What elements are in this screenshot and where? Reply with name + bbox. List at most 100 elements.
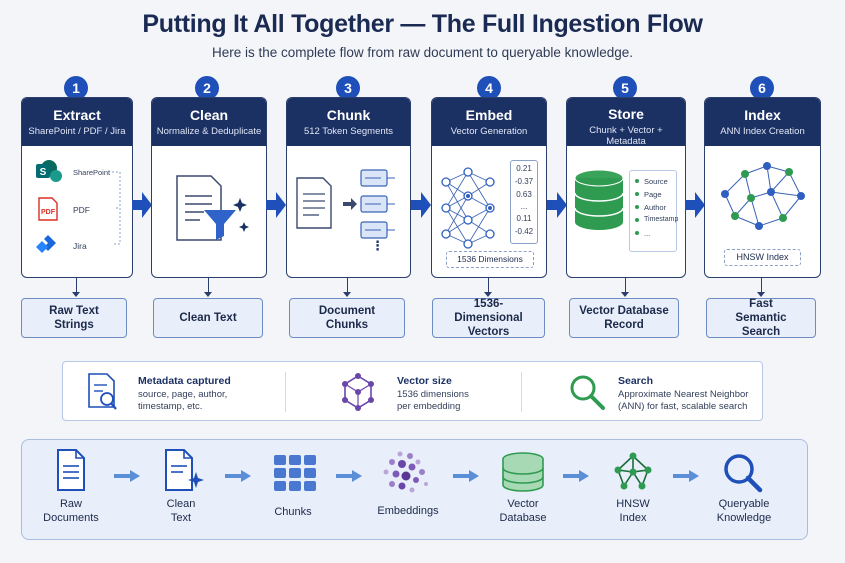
arrow-right-icon [132,192,152,218]
vector-value: -0.42 [514,227,534,236]
arrow-down-icon [484,292,492,297]
metadata-fields-box [629,170,677,252]
arrow-down-icon [72,292,80,297]
source-label: Jira [73,241,87,251]
card-header: Index ANN Index Creation [705,98,820,146]
document-icon [57,449,85,491]
arrow-right-icon [453,470,479,482]
page-title: Putting It All Together — The Full Inges… [142,10,703,38]
info-title: Search [618,375,654,387]
card-header: Extract SharePoint / PDF / Jira [22,98,132,146]
card-body [152,146,266,277]
filter-document-icon [176,175,249,241]
arrow-down-icon [621,292,629,297]
chunks-grid-icon [274,455,316,491]
step-1-badge: 1 [64,76,88,100]
output-clean-text: Clean Text [153,298,263,338]
arrow-right-icon [685,192,705,218]
card-subtitle: Normalize & Deduplicate [156,126,262,137]
arrow-down-icon [204,292,212,297]
vector-value: ... [520,202,528,211]
hnsw-index-label: HNSW Index [724,249,801,266]
document-search-icon [88,373,117,410]
field-label: Source [644,177,668,186]
vector-box [510,160,538,244]
card-body: HNSW Index [705,146,820,277]
info-text: 1536 dimensions per embedding [397,389,469,412]
vector-value: 0.11 [516,214,532,223]
step-chunk-card: Chunk 512 Token Segments ⋮ [286,97,411,278]
arrow-right-icon [547,192,567,218]
step-5-badge: 5 [613,76,637,100]
flow-label: Embeddings [377,505,439,517]
arrow-right-icon [114,470,140,482]
field-label: ... [644,229,651,238]
extract-sources-graphic: S PDF [36,160,121,253]
output-raw-text: Raw Text Strings [21,298,127,338]
arrow-right-icon [411,192,431,218]
card-title: Index [744,107,781,123]
output-semantic-search: Fast Semantic Search [706,298,816,338]
card-subtitle: ANN Index Creation [720,126,805,137]
connector-line [347,278,348,296]
divider [285,372,286,412]
search-icon [724,454,763,493]
step-extract-card: Extract SharePoint / PDF / Jira S PDF [21,97,133,278]
flow-label: Vector Database [499,498,547,524]
card-subtitle: 512 Token Segments [303,126,394,137]
step-3-badge: 3 [336,76,360,100]
card-title: Chunk [326,107,371,123]
arrow-right-icon [225,470,251,482]
database-icon [574,169,624,230]
flow-label: Queryable Knowledge [716,498,772,524]
connector-line [488,278,489,296]
card-body: 0.21 -0.37 0.63 ... 0.11 -0.42 1536 Dime… [432,146,546,277]
vector-value: 0.63 [516,190,532,199]
graph-index-icon [614,452,652,490]
connector-line [208,278,209,296]
flow-label: Raw Documents [43,498,99,524]
info-text: source, page, author, timestamp, etc. [138,389,228,412]
chunking-graphic [296,169,395,239]
step-embed-card: Embed Vector Generation 0.21 -0.37 0.63 … [431,97,547,278]
flow-label: HNSW Index [616,498,650,524]
arrow-right-icon [673,470,699,482]
pdf-icon: PDF [38,197,58,221]
card-subtitle: SharePoint / PDF / Jira [28,126,126,137]
hnsw-graph-icon [721,162,805,230]
jira-icon [36,235,56,253]
magnifier-icon [570,375,605,410]
svg-text:S: S [40,167,47,178]
connector-line [761,278,762,296]
arrow-right-icon [266,192,286,218]
sharepoint-icon: S [36,160,62,182]
field-label: Author [644,203,667,212]
info-panel: Metadata captured source, page, author, … [62,361,763,421]
output-vectors: 1536-Dimensional Vectors [432,298,545,338]
step-2-badge: 2 [195,76,219,100]
connector-line [625,278,626,296]
vector-value: 0.21 [516,164,532,173]
card-body: S PDF SharePoint PDF Jira [22,146,132,277]
source-label: PDF [73,205,90,215]
info-title: Metadata captured [138,375,231,387]
step-store-card: Store Chunk + Vector + Metadata Source P… [566,97,686,278]
arrow-right-icon [563,470,589,482]
card-header: Embed Vector Generation [432,98,546,146]
arrow-down-icon [343,292,351,297]
info-text: Approximate Nearest Neighbor (ANN) for f… [618,389,749,412]
step-index-card: Index ANN Index Creation HNSW Index [704,97,821,278]
summary-flow-panel [21,439,808,540]
output-document-chunks: Document Chunks [289,298,405,338]
step-clean-card: Clean Normalize & Deduplicate [151,97,267,278]
card-body: Source Page Author Timestamp ... [567,146,685,277]
flow-label: Chunks [274,506,312,518]
dimensions-label: 1536 Dimensions [446,251,534,268]
card-title: Store [608,106,644,122]
field-label: Timestamp [644,216,679,223]
field-label: Page [644,190,662,199]
flow-label: Clean Text [166,498,196,524]
arrow-down-icon [757,292,765,297]
step-4-badge: 4 [477,76,501,100]
card-body: ⋮ [287,146,410,277]
